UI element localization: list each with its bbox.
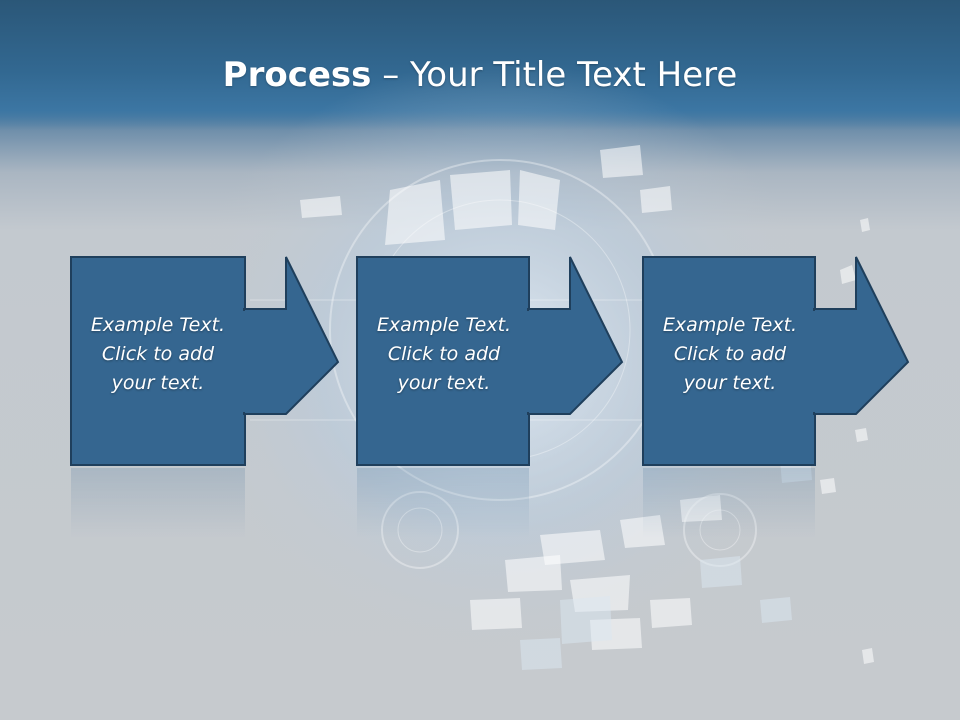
step-2-text: Example Text. Click to add your text. (357, 311, 531, 398)
step-2-line-3: your text. (397, 372, 491, 394)
process-step-2[interactable]: Example Text. Click to add your text. (356, 256, 627, 467)
slide-title[interactable]: Process – Your Title Text Here (0, 52, 960, 98)
step-2-line-1: Example Text. (376, 314, 512, 336)
step-1-text: Example Text. Click to add your text. (71, 311, 245, 398)
process-step-3[interactable]: Example Text. Click to add your text. (642, 256, 913, 467)
step-1-line-2: Click to add (101, 343, 215, 365)
title-rest: Your Title Text Here (410, 55, 738, 95)
step-2-line-2: Click to add (387, 343, 501, 365)
step-3-arrow-shape (642, 256, 910, 466)
step-1-line-3: your text. (111, 372, 205, 394)
step-2-arrow-shape (356, 256, 624, 466)
step-3-line-2: Click to add (673, 343, 787, 365)
title-bold: Process (222, 55, 372, 95)
title-dash: – (371, 55, 411, 95)
step-3-line-3: your text. (683, 372, 777, 394)
step-1-line-1: Example Text. (90, 314, 226, 336)
step-3-line-1: Example Text. (662, 314, 798, 336)
process-step-1[interactable]: Example Text. Click to add your text. (70, 256, 341, 467)
step-1-arrow-shape (70, 256, 340, 466)
step-3-text: Example Text. Click to add your text. (643, 311, 817, 398)
